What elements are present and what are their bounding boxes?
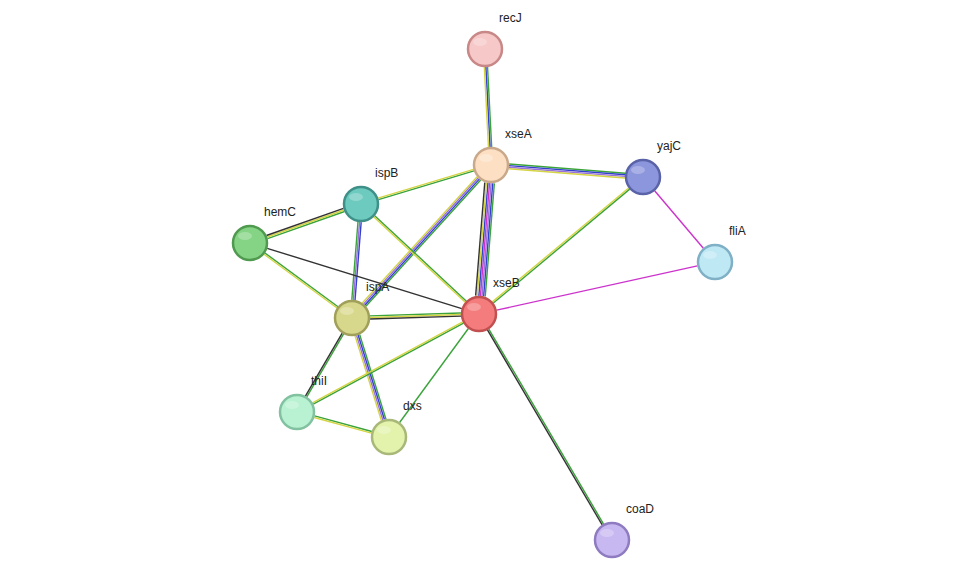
- node-label: fliA: [729, 224, 746, 238]
- protein-node: yajC: [625, 159, 661, 195]
- node-circle: [334, 300, 370, 336]
- interaction-edge: [476, 183, 495, 297]
- evidence-line: [497, 266, 698, 310]
- evidence-line: [365, 179, 480, 305]
- evidence-line: [489, 329, 604, 524]
- node-disc: [698, 245, 732, 279]
- node-highlight: [377, 426, 391, 434]
- protein-node: xseA: [473, 147, 509, 183]
- node-circle: [467, 31, 503, 67]
- node-label: yajC: [657, 139, 681, 153]
- evidence-line: [476, 183, 485, 296]
- node-highlight: [340, 307, 354, 315]
- protein-node: recJ: [467, 31, 503, 67]
- interaction-edge: [267, 248, 462, 308]
- evidence-line: [509, 169, 625, 178]
- protein-node: thiI: [279, 394, 315, 430]
- protein-node: xseB: [461, 296, 497, 332]
- evidence-line: [487, 330, 602, 525]
- protein-node: fliA: [697, 244, 733, 280]
- evidence-line: [509, 167, 625, 176]
- evidence-line: [357, 335, 383, 420]
- interaction-edge: [305, 333, 343, 397]
- node-disc: [626, 160, 660, 194]
- interaction-edge: [362, 177, 480, 307]
- evidence-line: [370, 316, 461, 319]
- interaction-edge: [312, 322, 463, 404]
- node-circle: [594, 522, 630, 558]
- node-label: xseB: [493, 276, 520, 290]
- node-circle: [473, 147, 509, 183]
- evidence-line: [477, 183, 486, 296]
- evidence-line: [362, 177, 477, 303]
- evidence-line: [313, 323, 463, 404]
- node-disc: [335, 301, 369, 335]
- protein-node: ispA: [334, 300, 370, 336]
- interaction-edge: [352, 222, 361, 300]
- protein-node: ispB: [343, 186, 379, 222]
- node-disc: [474, 148, 508, 182]
- protein-node: hemC: [232, 225, 268, 261]
- node-circle: [371, 419, 407, 455]
- node-label: ispB: [375, 166, 398, 180]
- node-circle: [232, 225, 268, 261]
- node-label: thiI: [311, 374, 327, 388]
- node-highlight: [631, 166, 645, 174]
- node-disc: [233, 226, 267, 260]
- node-circle: [461, 296, 497, 332]
- node-highlight: [600, 529, 614, 537]
- node-label: recJ: [499, 11, 522, 25]
- node-label: xseA: [505, 127, 532, 141]
- node-label: hemC: [264, 205, 296, 219]
- evidence-line: [267, 248, 462, 308]
- evidence-line: [264, 254, 337, 308]
- interaction-edge: [264, 253, 338, 308]
- evidence-line: [265, 253, 338, 307]
- interaction-edge: [314, 416, 372, 433]
- node-label: coaD: [626, 502, 654, 516]
- evidence-line: [314, 417, 371, 433]
- node-highlight: [467, 303, 481, 311]
- node-disc: [344, 187, 378, 221]
- evidence-line: [484, 67, 488, 147]
- node-circle: [279, 394, 315, 430]
- node-label: ispA: [366, 280, 389, 294]
- node-disc: [468, 32, 502, 66]
- evidence-line: [364, 178, 479, 304]
- interaction-edge: [509, 164, 625, 178]
- node-label: dxs: [403, 399, 422, 413]
- interaction-edge: [400, 329, 469, 423]
- node-highlight: [349, 193, 363, 201]
- evidence-line: [492, 188, 628, 302]
- evidence-line: [366, 180, 481, 306]
- node-disc: [280, 395, 314, 429]
- evidence-line: [312, 322, 462, 403]
- evidence-line: [655, 191, 704, 249]
- node-highlight: [473, 38, 487, 46]
- evidence-line: [400, 329, 469, 423]
- node-disc: [462, 297, 496, 331]
- node-highlight: [285, 401, 299, 409]
- node-circle: [625, 159, 661, 195]
- node-circle: [343, 186, 379, 222]
- evidence-line: [352, 222, 358, 300]
- interaction-edge: [370, 313, 461, 319]
- node-circle: [697, 244, 733, 280]
- protein-node: coaD: [594, 522, 630, 558]
- evidence-line: [315, 416, 372, 432]
- interaction-edge: [655, 191, 704, 249]
- protein-node: dxs: [371, 419, 407, 455]
- node-highlight: [479, 154, 493, 162]
- node-highlight: [703, 251, 717, 259]
- node-disc: [372, 420, 406, 454]
- evidence-line: [307, 334, 344, 397]
- interaction-edge: [484, 67, 491, 147]
- node-highlight: [238, 232, 252, 240]
- interaction-edge: [487, 329, 603, 525]
- node-disc: [595, 523, 629, 557]
- evidence-line: [305, 333, 342, 396]
- interaction-edge: [497, 266, 698, 310]
